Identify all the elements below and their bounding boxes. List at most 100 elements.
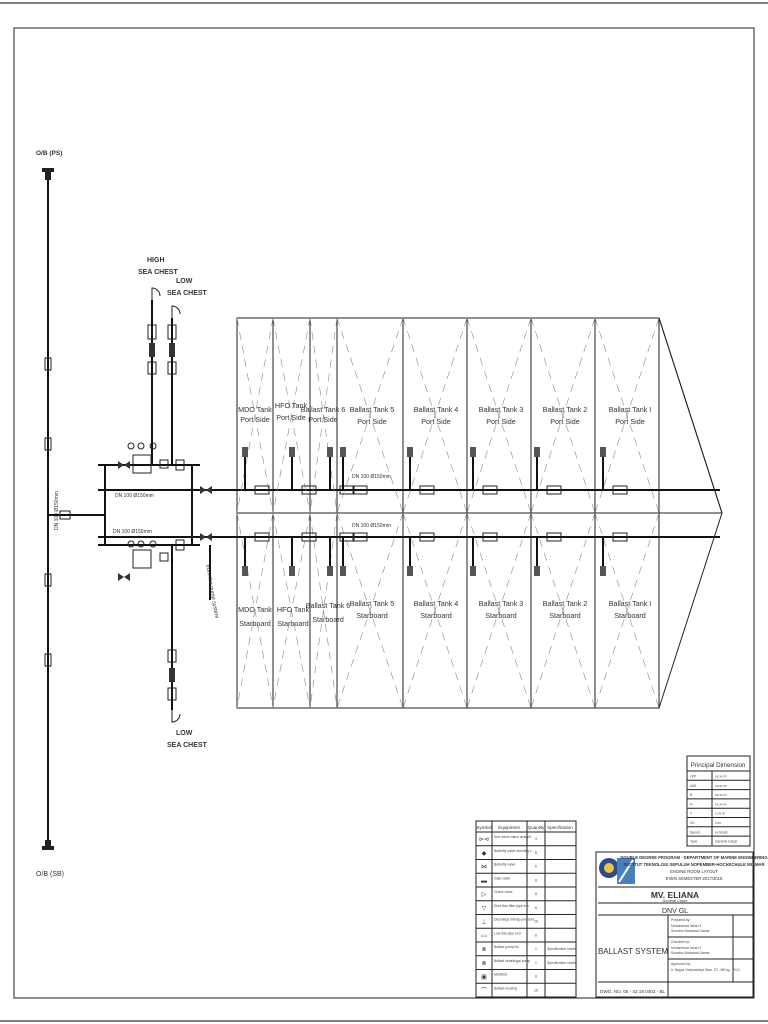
symbol-icon: ▬ xyxy=(481,878,487,884)
equipment-quantity: 16 xyxy=(534,920,538,924)
symbol-icon: ▣ xyxy=(481,975,487,981)
symbol-icon: ▽ xyxy=(482,906,487,912)
equipment-spec: Specification sheet xyxy=(547,947,576,951)
tank-diagonal xyxy=(236,317,274,514)
pipe-fitting xyxy=(254,485,270,495)
equipment-name: Butterfly valve remotely c xyxy=(494,849,532,853)
high-sea-chest-label: HIGH xyxy=(147,257,165,264)
semester-text: EVEN SEMESTER 2017/2018 xyxy=(666,876,723,881)
equipment-quantity: 8 xyxy=(535,851,537,855)
ship-type: General Cargo xyxy=(663,899,688,903)
checked-label: Checked by: xyxy=(671,940,690,944)
tank-diagonal xyxy=(272,512,311,709)
dimension-key: Speed xyxy=(690,830,700,834)
pipe-fitting xyxy=(301,532,317,542)
dimension-key: LPP xyxy=(690,775,697,779)
pipe-fitting xyxy=(352,485,368,495)
title-block: DOUBLE DEGREE PROGRAM - DEPARTMENT OF MA… xyxy=(595,851,768,998)
valve-icon xyxy=(534,566,540,576)
tank-diagonal xyxy=(236,512,274,709)
tank-diagonal xyxy=(336,512,404,709)
dimension-value: xx.xx m xyxy=(715,802,727,806)
dimension-value: x.xx xyxy=(715,821,721,825)
equipment-quantity: 8 xyxy=(535,975,537,979)
valve-icon xyxy=(340,447,346,457)
symbol-icon: ⌒ xyxy=(481,987,487,994)
symbol-col-header: Symbol xyxy=(476,825,491,830)
valve-icon xyxy=(600,566,606,576)
overboard-port-label: O/B (PS) xyxy=(36,150,62,157)
tank-diagonal xyxy=(466,317,532,514)
equipment-quantity: 8 xyxy=(535,906,537,910)
spec-col-header: Specification xyxy=(547,825,573,830)
tank-diagonal xyxy=(309,317,338,514)
dimension-key: H xyxy=(690,802,693,806)
dimension-value: x.xx m xyxy=(715,812,725,816)
valve-icon xyxy=(600,447,606,457)
valve-icon xyxy=(340,566,346,576)
equipment-quantity: 16 xyxy=(534,988,538,992)
dimension-value: xx.xx m xyxy=(715,775,727,779)
tank-diagonal xyxy=(466,512,532,709)
pipe-fitting xyxy=(352,532,368,542)
quantity-col-header: Quantity xyxy=(528,825,546,830)
equipment-name: Ballast pump No xyxy=(494,945,519,949)
equipment-quantity: 1 xyxy=(535,961,537,965)
valve-icon xyxy=(289,566,295,576)
symbol-icon: ◆ xyxy=(482,851,487,857)
pipe-fitting xyxy=(612,532,628,542)
valve-icon xyxy=(534,447,540,457)
equipment-quantity: 8 xyxy=(535,933,537,937)
valve-icon xyxy=(327,566,333,576)
overboard-stbd-label: O/B (SB) xyxy=(36,871,64,878)
fire-pump-note: from fire pump system xyxy=(204,564,219,619)
tank-layout xyxy=(236,317,723,709)
dimension-value: xx.xx m xyxy=(715,784,727,788)
equipment-quantity: 8 xyxy=(535,878,537,882)
tank-diagonal xyxy=(530,317,596,514)
equipment-name: Ballast housing xyxy=(494,986,517,990)
principal-dimension-title: Principal Dimension xyxy=(691,762,746,769)
symbol-icon: ⋈ xyxy=(481,865,487,871)
pipe-fitting xyxy=(339,485,355,495)
equipment-quantity: 8 xyxy=(535,892,537,896)
low-sea-chest-top xyxy=(167,305,181,465)
symbol-icon: ⊥ xyxy=(481,919,486,926)
class-society: DNV GL xyxy=(662,908,688,915)
tank-diagonal xyxy=(336,317,404,514)
tank-diagonal xyxy=(402,512,468,709)
symbol-icon: ⊗ xyxy=(481,947,486,953)
vertical-pipe-label: DN 100 Ø150mm xyxy=(54,491,60,530)
drawing-number: DWG. NO. 05 - 42 18 0402 - BL xyxy=(600,989,666,994)
checked-by-2: Susetno Noviansa Utama xyxy=(671,951,710,955)
valve-icon xyxy=(407,447,413,457)
equipment-quantity: 1 xyxy=(535,947,537,951)
prepared-by-1: Muhammad Irsha H xyxy=(671,924,701,928)
pipe-label-dn2: DN 100 Ø150mm xyxy=(113,529,152,535)
equipment-name: Manifold xyxy=(494,973,507,977)
dimension-key: B xyxy=(690,793,693,797)
valve-icon xyxy=(407,566,413,576)
equipment-name: Check valve xyxy=(494,890,513,894)
drawing-frame xyxy=(13,27,755,999)
symbol-icon: ▭ xyxy=(481,933,487,939)
dimension-key: Cb xyxy=(690,821,694,825)
pipe-fitting xyxy=(546,532,562,542)
layout-text: ENGINE ROOM LAYOUT xyxy=(670,869,718,874)
system-name: BALLAST SYSTEM xyxy=(598,947,668,956)
valve-icon xyxy=(470,447,476,457)
checked-by-1: Muhammad Irsha H xyxy=(671,946,701,950)
ship-name: MV. ELIANA xyxy=(651,890,699,900)
equipment-name: Low tide pipe end xyxy=(494,931,521,935)
